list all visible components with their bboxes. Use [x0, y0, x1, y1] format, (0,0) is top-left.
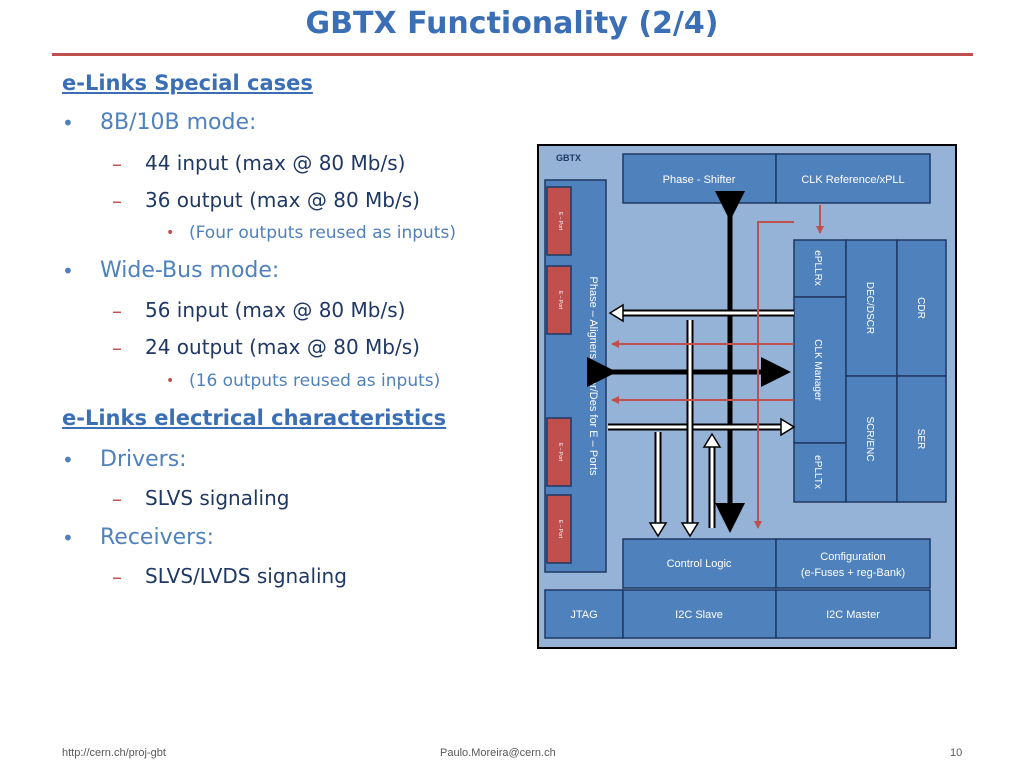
eplltx-label: ePLLTx [812, 455, 823, 489]
control-logic-label: Control Logic [667, 558, 732, 570]
bullet-drivers: Drivers: [100, 447, 187, 472]
dash-marker: – [112, 152, 122, 176]
dash-marker: – [112, 299, 122, 323]
bullet-widebus-mode: Wide-Bus mode: [100, 258, 280, 283]
epllrx-label: ePLLRx [812, 250, 823, 286]
hollow-arrow [680, 320, 700, 538]
dash-marker: – [112, 487, 122, 511]
configuration-label-line2: (e-Fuses + reg-Bank) [801, 567, 905, 579]
bullet-marker: • [62, 259, 74, 283]
eport-label: E – Port [557, 520, 563, 539]
sub-44-input: 44 input (max @ 80 Mb/s) [145, 151, 406, 175]
eport-block [546, 417, 572, 487]
dec-dscr-block [845, 239, 898, 377]
sub-24-output: 24 output (max @ 80 Mb/s) [145, 335, 420, 359]
gbtx-label: GBTX [556, 153, 581, 163]
clk-reference-block [775, 153, 931, 204]
configuration-label-line1: Configuration [820, 551, 885, 563]
note-16-outputs: (16 outputs reused as inputs) [189, 371, 441, 391]
clk-reference-label: CLK Reference/xPLL [801, 174, 904, 186]
sub-slvs-lvds-signaling: SLVS/LVDS signaling [145, 564, 347, 588]
ser-block [896, 375, 947, 503]
title-divider [52, 53, 973, 56]
eport-label: E – Port [557, 291, 563, 310]
ser-label: SER [915, 429, 926, 450]
sub-36-output: 36 output (max @ 80 Mb/s) [145, 188, 420, 212]
eport-label: E – Port [557, 212, 563, 231]
hollow-arrow [648, 432, 668, 538]
sub-slvs-signaling: SLVS signaling [145, 486, 290, 510]
phase-shifter-label: Phase - Shifter [663, 174, 736, 186]
i2c-master-label: I2C Master [826, 609, 880, 621]
footer-email: Paulo.Moreira@cern.ch [440, 747, 556, 759]
hollow-arrow [608, 303, 794, 323]
clock-line [754, 221, 794, 529]
dash-marker: – [112, 336, 122, 360]
i2c-master-block [775, 589, 931, 639]
eport-label: E – Port [557, 443, 563, 462]
footer-url: http://cern.ch/proj-gbt [62, 747, 166, 759]
bullet-8b10b-mode: 8B/10B mode: [100, 110, 257, 135]
bullet-marker: • [62, 448, 74, 472]
hollow-arrow [702, 432, 722, 528]
scr-enc-label: SCR/ENC [864, 416, 875, 461]
dash-marker: – [112, 565, 122, 589]
phase-aligners-label: Phase – Aligners + Ser/Des for E – Ports [587, 276, 599, 476]
dec-dscr-label: DEC/DSCR [864, 282, 875, 334]
phase-shifter-block [622, 153, 777, 204]
section-heading-electrical: e-Links electrical characteristics [62, 406, 447, 430]
sub-56-input: 56 input (max @ 80 Mb/s) [145, 298, 406, 322]
i2c-slave-label: I2C Slave [675, 609, 723, 621]
slide-title: GBTX Functionality (2/4) [305, 6, 719, 41]
bullet-marker: • [62, 111, 74, 135]
control-logic-block [622, 538, 777, 589]
note-four-outputs: (Four outputs reused as inputs) [189, 223, 456, 243]
scr-enc-block [845, 375, 898, 503]
configuration-block [775, 538, 931, 589]
jtag-label: JTAG [570, 609, 597, 621]
eport-block [546, 494, 572, 564]
clk-manager-block [793, 296, 847, 444]
sub-bullet-marker: • [166, 225, 175, 241]
hollow-arrow [608, 417, 796, 437]
section-heading-special-cases: e-Links Special cases [62, 71, 313, 95]
bullet-marker: • [62, 526, 74, 550]
footer-page-number: 10 [950, 747, 963, 759]
i2c-slave-block [622, 589, 777, 639]
sub-bullet-marker: • [166, 373, 175, 389]
eport-block [546, 186, 572, 256]
clk-manager-label: CLK Manager [812, 339, 823, 401]
cdr-label: CDR [915, 297, 926, 319]
eport-block [546, 265, 572, 335]
dash-marker: – [112, 189, 122, 213]
bullet-receivers: Receivers: [100, 525, 215, 550]
epllrx-block [793, 239, 847, 298]
